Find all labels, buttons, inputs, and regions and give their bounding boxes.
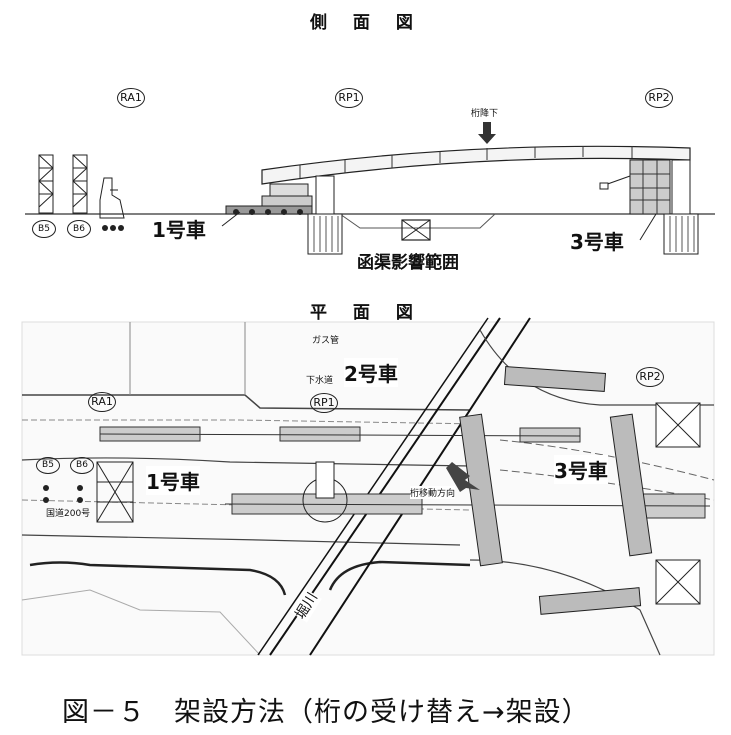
vehicle-1-plan-label: 1号車 <box>146 466 200 495</box>
vehicle-3-side-label: 3号車 <box>570 230 624 254</box>
label-b6-side: B6 <box>67 220 91 238</box>
girder-lowering-label: 桁降下 <box>471 109 499 119</box>
label-b6-plan: B6 <box>70 457 94 474</box>
label-rp2-plan: RP2 <box>636 367 664 387</box>
plan-view-title: 平 面 図 <box>310 303 423 323</box>
label-ra1-side: RA1 <box>117 88 145 108</box>
sewer-label: 下水道 <box>306 376 334 386</box>
route-200-label: 国道200号 <box>46 509 91 519</box>
label-rp1-plan: RP1 <box>310 393 338 413</box>
label-rp1-side: RP1 <box>335 88 363 108</box>
label-b5-side: B5 <box>32 220 56 238</box>
culvert-range-label: 函渠影響範囲 <box>357 253 459 273</box>
label-b5-plan: B5 <box>36 457 60 474</box>
gas-pipe-label: ガス管 <box>312 336 340 346</box>
label-rp2-side: RP2 <box>645 88 673 108</box>
side-view-title: 側 面 図 <box>310 13 423 33</box>
vehicle-2-plan-label: 2号車 <box>344 358 398 387</box>
vehicle-1-side-label: 1号車 <box>152 218 206 242</box>
figure-caption: 図－５ 架設方法（桁の受け替え→架設） <box>62 697 590 728</box>
vehicle-3-plan-label: 3号車 <box>554 455 608 484</box>
girder-move-direction-label: 桁移動方向 <box>410 486 456 499</box>
label-ra1-plan: RA1 <box>88 392 116 412</box>
